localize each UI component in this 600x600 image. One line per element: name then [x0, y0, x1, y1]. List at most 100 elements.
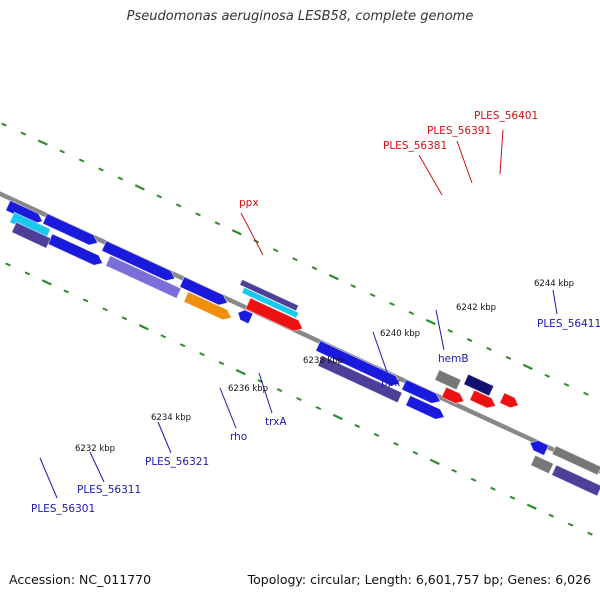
gene-feature[interactable] — [237, 309, 254, 325]
tick-marks — [1, 122, 593, 536]
inner-ring-tick — [509, 495, 516, 500]
inner-ring-tick — [412, 450, 419, 455]
gene-feature[interactable] — [434, 369, 462, 391]
label-leader — [219, 387, 237, 429]
scale-label: 6244 kbp — [534, 279, 574, 289]
outer-ring-tick — [37, 139, 48, 146]
gene-feature[interactable] — [183, 291, 232, 321]
scale-label: 6234 kbp — [151, 413, 191, 423]
inner-ring-tick — [82, 298, 89, 303]
inner-ring-tick — [121, 316, 128, 321]
outer-ring-tick — [583, 391, 589, 396]
gene-label[interactable]: PLES_56411 — [537, 318, 600, 330]
scale-label: 6240 kbp — [380, 329, 420, 339]
inner-ring-tick — [218, 361, 225, 366]
outer-ring-tick — [1, 122, 7, 127]
map-text: PLES_56301 PLES_56311 PLES_56321 rho trxA ppk… — [31, 110, 600, 515]
label-leader — [499, 129, 504, 175]
genome-summary: Topology: circular; Length: 6,601,757 bp… — [247, 572, 591, 587]
gene-label[interactable]: PLES_56391 — [427, 125, 491, 137]
label-leaders — [39, 129, 558, 499]
label-leader — [372, 331, 388, 373]
inner-ring-tick — [296, 397, 302, 402]
inner-ring-tick — [276, 388, 283, 393]
gene-label[interactable]: ppx — [239, 197, 259, 209]
label-leader — [39, 457, 58, 499]
inner-ring-tick — [354, 423, 360, 428]
inner-ring-tick — [429, 458, 440, 465]
inner-ring-tick — [179, 343, 186, 348]
gene-feature[interactable] — [42, 213, 99, 246]
gene-feature[interactable] — [315, 340, 401, 387]
outer-ring-tick — [505, 355, 512, 360]
outer-ring-tick — [117, 176, 124, 181]
gene-feature[interactable] — [101, 240, 176, 282]
inner-ring-tick — [548, 513, 554, 518]
gene-features — [5, 199, 600, 497]
gene-label[interactable]: rho — [230, 431, 247, 443]
outer-ring-tick — [214, 221, 221, 226]
outer-ring-tick — [311, 266, 318, 271]
backbone-line — [0, 191, 600, 474]
outer-ring-tick — [98, 167, 104, 172]
gene-label[interactable]: PLES_56321 — [145, 456, 209, 468]
inner-ring-tick — [63, 289, 69, 294]
gene-feature[interactable] — [244, 297, 304, 332]
inner-ring-tick — [41, 279, 52, 286]
gene-feature[interactable] — [179, 276, 228, 306]
inner-ring-tick — [470, 477, 477, 482]
gene-feature[interactable] — [551, 464, 600, 497]
gene-feature[interactable] — [499, 392, 519, 409]
gene-feature[interactable] — [105, 255, 182, 299]
scale-label: 6232 kbp — [75, 444, 115, 454]
gene-label[interactable]: PLES_56301 — [31, 503, 95, 515]
gene-feature[interactable] — [529, 440, 550, 456]
gene-label[interactable]: hemB — [438, 353, 469, 365]
outer-ring-tick — [544, 373, 550, 378]
inner-ring-tick — [526, 503, 537, 510]
gene-feature[interactable] — [317, 355, 403, 404]
scale-label: 6236 kbp — [228, 384, 268, 394]
inner-ring-tick — [102, 307, 108, 312]
outer-ring-tick — [231, 229, 242, 236]
scale-label: 6238 kbp — [303, 356, 343, 366]
gene-label[interactable]: PLES_56311 — [77, 484, 141, 496]
inner-ring-tick — [332, 413, 343, 421]
label-leader — [435, 309, 445, 351]
outer-ring-tick — [408, 311, 415, 316]
outer-ring-tick — [59, 149, 65, 154]
gene-label[interactable]: PLES_56381 — [383, 140, 447, 152]
gene-feature[interactable] — [401, 379, 441, 404]
gene-label[interactable]: trxA — [265, 416, 287, 428]
gene-label[interactable]: PLES_56401 — [474, 110, 538, 122]
inner-ring-tick — [24, 271, 31, 276]
inner-ring-tick — [315, 406, 322, 411]
gene-feature[interactable] — [441, 386, 465, 404]
gene-feature[interactable] — [530, 454, 555, 475]
outer-ring-tick — [369, 293, 376, 298]
genome-backbone — [0, 191, 600, 474]
map-title: Pseudomonas aeruginosa LESB58, complete … — [126, 9, 474, 24]
outer-ring-tick — [272, 248, 279, 253]
gene-label[interactable]: ppk — [381, 377, 401, 389]
inner-ring-tick — [138, 324, 149, 331]
label-leader — [456, 140, 473, 184]
inner-ring-tick — [587, 531, 593, 536]
outer-ring-tick — [134, 184, 145, 191]
gene-feature[interactable] — [469, 389, 497, 409]
gene-feature[interactable] — [11, 221, 52, 249]
inner-ring-tick — [393, 441, 399, 446]
gene-feature[interactable] — [551, 445, 600, 476]
inner-ring-tick — [160, 334, 166, 339]
gene-feature[interactable] — [405, 394, 445, 420]
outer-ring-tick — [328, 274, 339, 281]
inner-ring-tick — [490, 486, 496, 491]
outer-ring-tick — [522, 363, 533, 370]
outer-ring-tick — [425, 318, 436, 326]
gene-feature[interactable] — [241, 286, 300, 319]
gene-feature[interactable] — [5, 199, 44, 224]
outer-ring-tick — [350, 284, 356, 289]
outer-ring-tick — [292, 257, 298, 262]
gene-feature[interactable] — [463, 373, 495, 397]
